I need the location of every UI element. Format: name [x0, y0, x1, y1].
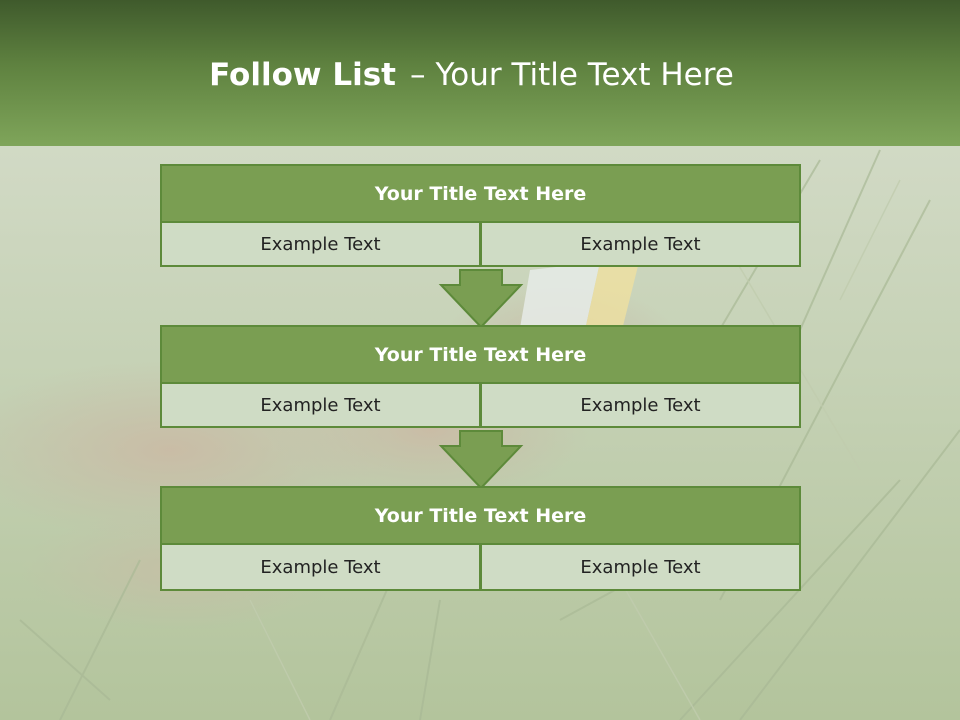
step-1-right-cell: Example Text [480, 221, 801, 267]
slide-title: Follow List–Your Title Text Here [0, 54, 943, 96]
step-title-1: Your Title Text Here [160, 164, 801, 223]
step-3-right-cell: Example Text [480, 543, 801, 591]
down-arrow-2-icon [438, 430, 524, 490]
down-arrow-1-icon [438, 269, 524, 329]
title-dash: – [409, 57, 426, 93]
step-3-left-cell: Example Text [160, 543, 481, 591]
step-block-1: Your Title Text Here Example Text Exampl… [160, 164, 801, 272]
title-bold-text: Follow List [209, 57, 396, 93]
title-bar [0, 0, 960, 146]
step-title-3: Your Title Text Here [160, 486, 801, 545]
step-block-3: Your Title Text Here Example Text Exampl… [160, 486, 801, 592]
step-1-left-cell: Example Text [160, 221, 481, 267]
step-title-2: Your Title Text Here [160, 325, 801, 384]
step-block-2: Your Title Text Here Example Text Exampl… [160, 325, 801, 433]
title-rest-text: Your Title Text Here [435, 57, 734, 93]
step-2-left-cell: Example Text [160, 382, 481, 428]
step-2-right-cell: Example Text [480, 382, 801, 428]
